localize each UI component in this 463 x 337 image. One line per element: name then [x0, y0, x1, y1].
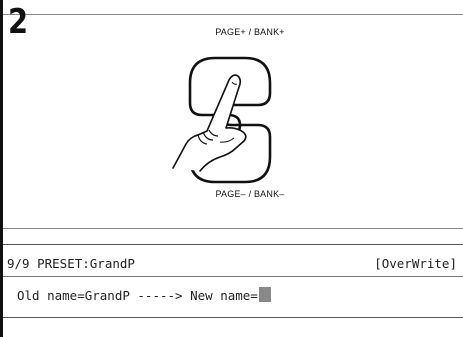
lcd-row-2: Old name=GrandP -----> New name=	[17, 287, 271, 305]
overwrite-mode-text: [OverWrite]	[374, 256, 457, 271]
page-bank-button[interactable]	[170, 40, 300, 190]
frame-top-rule	[3, 14, 463, 15]
lcd-display: 9/9 PRESET:GrandP [OverWrite] Old name=G…	[3, 244, 463, 318]
page-bank-plus-label: PAGE+ / BANK+	[215, 27, 285, 37]
rename-prompt-text: Old name=GrandP -----> New name=	[17, 288, 258, 303]
page-bank-minus-label: PAGE– / BANK–	[215, 189, 285, 199]
step-number: 2	[8, 2, 29, 42]
text-cursor[interactable]	[258, 287, 271, 302]
hand-pressing-page-bank-button-icon	[172, 56, 272, 184]
lcd-divider	[3, 276, 463, 277]
preset-location-text: 9/9 PRESET:GrandP	[7, 256, 135, 271]
left-margin-rule	[0, 0, 3, 337]
frame-bottom-rule	[3, 228, 463, 229]
lcd-row-1: 9/9 PRESET:GrandP [OverWrite]	[7, 255, 459, 273]
